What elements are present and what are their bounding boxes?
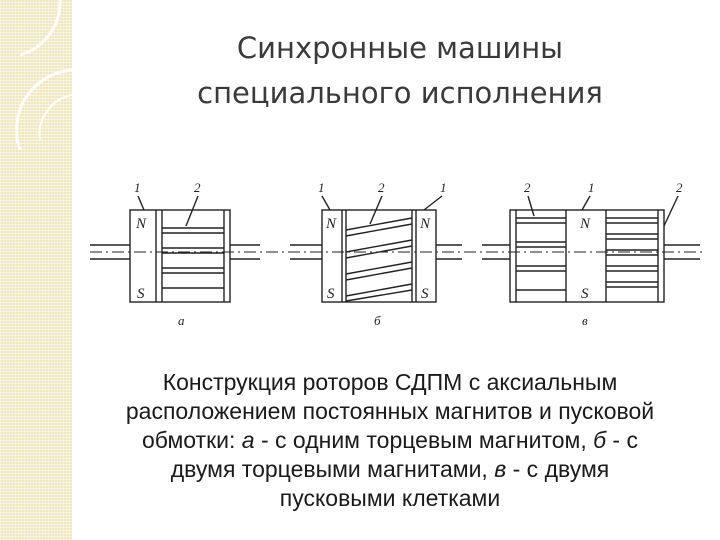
pole-b-s-left: S: [327, 286, 335, 302]
callout-b-3: 1: [440, 180, 447, 195]
pole-v-n: N: [579, 216, 591, 232]
caption-line-4: двумя торцевыми магнитами, в - с двумя: [170, 456, 610, 482]
caption-line-5: пусковыми клетками: [279, 485, 501, 511]
callout-a-1: 1: [134, 180, 141, 195]
pole-a-n: N: [135, 216, 147, 232]
title-line-2: специального исполнения: [197, 76, 603, 110]
decorative-side-band: [0, 0, 72, 540]
rotor-panel-v: [482, 195, 700, 303]
callout-v-2: 1: [588, 180, 595, 195]
slide-title: Синхронные машины специального исполнени…: [150, 26, 650, 116]
caption-line-2: расположением постоянных магнитов и пуск…: [125, 398, 655, 424]
callout-b-2: 2: [378, 180, 385, 195]
panel-letter-a: а: [178, 313, 185, 328]
rotor-diagram: 1 2 N S а 1 2 1 N S N S б 2 1 2 N S в: [90, 180, 702, 328]
callout-a-2: 2: [194, 180, 201, 195]
panel-letter-v: в: [582, 313, 588, 328]
callout-v-1: 2: [524, 180, 531, 195]
figure-caption: Конструкция роторов СДПМ с аксиальным ра…: [60, 368, 720, 513]
pole-b-s-right: S: [421, 286, 429, 302]
panel-letter-b: б: [374, 313, 381, 328]
callout-b-1: 1: [318, 180, 325, 195]
decorative-arcs: [15, 0, 72, 151]
pole-b-n-right: N: [419, 216, 431, 232]
caption-line-3: обмотки: а - с одним торцевым магнитом, …: [142, 427, 638, 453]
pole-b-n-left: N: [325, 216, 337, 232]
rotor-panel-a: [90, 195, 260, 303]
callout-v-3: 2: [676, 180, 683, 195]
rotor-panel-b: [290, 195, 462, 303]
caption-line-1: Конструкция роторов СДПМ с аксиальным: [162, 369, 618, 395]
title-line-1: Синхронные машины: [236, 31, 564, 65]
pole-a-s: S: [137, 286, 145, 302]
pole-v-s: S: [581, 286, 589, 302]
